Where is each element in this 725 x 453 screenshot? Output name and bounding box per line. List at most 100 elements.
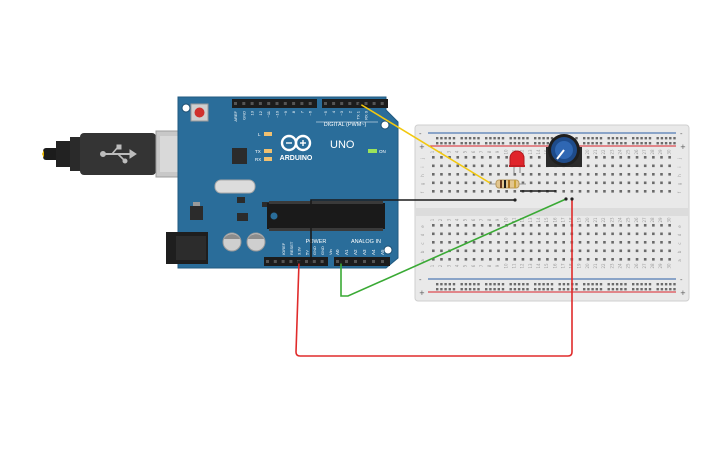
rail-hole — [624, 142, 627, 145]
breadboard-hole — [652, 258, 655, 261]
breadboard-hole — [635, 164, 639, 168]
rail-hole — [644, 288, 647, 291]
breadboard-hole — [537, 241, 541, 244]
breadboard-hole — [595, 249, 598, 253]
pin-label: 2 — [347, 110, 352, 113]
column-number: 28 — [650, 263, 655, 269]
red-led[interactable] — [509, 150, 525, 173]
rail-hole — [468, 137, 472, 140]
breadboard-hole — [472, 190, 476, 193]
breadboard-hole — [652, 190, 655, 193]
rail-hole — [460, 283, 463, 286]
reset-button[interactable] — [190, 103, 209, 122]
breadboard-hole — [464, 190, 468, 193]
breadboard-hole — [513, 173, 517, 176]
rail-hole — [648, 137, 652, 140]
rail-hole — [615, 288, 619, 291]
rail-hole — [591, 283, 594, 286]
rail-hole — [611, 288, 615, 291]
rail-hole — [632, 142, 635, 145]
rail-hole — [485, 142, 488, 145]
potentiometer[interactable] — [546, 134, 582, 167]
column-number: 4 — [454, 150, 459, 153]
breadboard-hole — [480, 232, 484, 236]
breadboard-hole — [578, 190, 582, 193]
rail-hole — [664, 288, 668, 291]
signal-wire-pin3[interactable] — [359, 103, 491, 184]
power-on-led: ON — [368, 149, 386, 154]
digital-pin-header[interactable] — [232, 99, 388, 108]
column-number: 12 — [520, 263, 525, 269]
row-letter: f — [677, 191, 682, 193]
breadboard-hole — [513, 241, 517, 244]
rail-hole — [473, 142, 476, 145]
breadboard-hole — [537, 232, 541, 236]
rail-hole — [615, 137, 619, 140]
column-number: 8 — [487, 218, 492, 221]
breadboard-hole — [537, 181, 541, 185]
breadboard-hole — [529, 241, 533, 244]
rail-hole — [640, 137, 643, 140]
rail-hole — [673, 137, 676, 140]
breadboard-hole — [546, 224, 549, 227]
analog-wire-a0[interactable] — [340, 198, 567, 297]
rail-hole — [436, 142, 439, 145]
rail-hole — [615, 142, 619, 145]
power-pin-header[interactable] — [264, 257, 328, 266]
resistor[interactable] — [489, 179, 526, 189]
breadboard-hole — [668, 156, 671, 159]
rail-hole — [566, 288, 570, 291]
breadboard-hole — [480, 190, 484, 193]
rail-hole — [660, 288, 664, 291]
breadboard-hole — [537, 156, 541, 159]
rail-hole — [513, 137, 517, 140]
column-number: 6 — [471, 264, 476, 267]
capacitors — [222, 232, 266, 252]
row-letter: i — [420, 166, 425, 167]
rail-hole — [664, 142, 668, 145]
breadboard-hole — [603, 190, 606, 193]
breadboard-hole — [489, 232, 492, 236]
breadboard-hole — [456, 173, 460, 176]
rail-hole — [452, 137, 456, 140]
row-letter: f — [420, 191, 425, 193]
rail-hole — [575, 137, 578, 140]
breadboard-hole — [611, 249, 614, 253]
breadboard-hole — [578, 224, 582, 227]
header-pin — [281, 260, 285, 263]
rail-hole — [542, 288, 545, 291]
column-number: 7 — [479, 218, 484, 221]
row-letter: h — [677, 174, 682, 177]
rail-hole — [489, 137, 492, 140]
rail-hole — [448, 142, 451, 145]
breadboard-hole — [652, 232, 655, 236]
pin-label: IOREF — [281, 242, 286, 255]
column-number: 12 — [520, 217, 525, 223]
rail-hole — [660, 137, 664, 140]
rail-hole — [452, 288, 456, 291]
power-wire-5v[interactable] — [295, 199, 573, 357]
rail-hole — [452, 283, 456, 286]
rail-hole — [485, 283, 488, 286]
column-number: 27 — [642, 263, 647, 269]
breadboard-hole — [440, 241, 443, 244]
pin-label: 3.3V — [297, 246, 302, 255]
rail-hole — [648, 142, 652, 145]
analog-pin-header[interactable] — [334, 257, 390, 266]
column-number: 28 — [650, 149, 655, 155]
rail-hole — [669, 137, 672, 140]
rail-plus-top-right: + — [680, 143, 686, 151]
breadboard-hole — [456, 156, 460, 159]
breadboard-hole — [643, 173, 647, 176]
rail-hole — [640, 283, 643, 286]
rail-hole — [440, 142, 443, 145]
breadboard-hole — [448, 190, 451, 193]
breadboard-hole — [472, 249, 476, 253]
breadboard-hole — [627, 190, 631, 193]
breadboard-hole — [652, 173, 655, 176]
rail-hole — [522, 288, 525, 291]
rail-hole — [587, 288, 590, 291]
header-pin — [312, 260, 316, 263]
rail-hole — [636, 142, 639, 145]
ground-wire[interactable] — [310, 199, 515, 262]
